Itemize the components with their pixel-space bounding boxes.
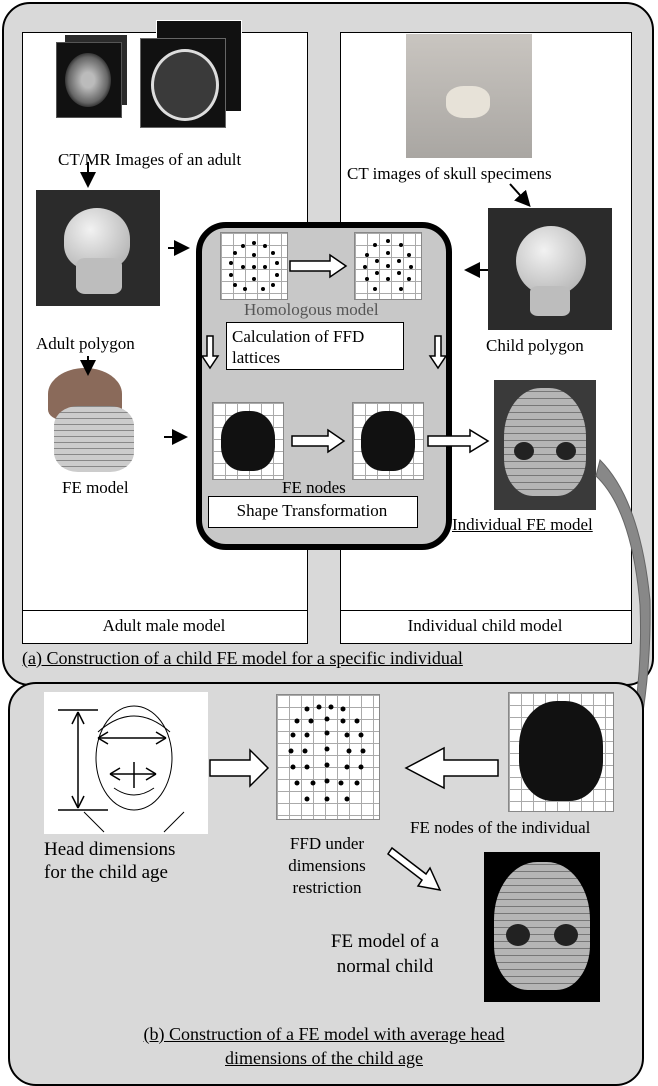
hollow-arrow-ffd-to-model	[388, 848, 440, 890]
hollow-arrow-head-to-ffd	[210, 750, 268, 786]
panel-b-caption-1: (b) Construction of a FE model with aver…	[8, 1024, 640, 1044]
hollow-arrow-nodes-to-ffd	[406, 748, 498, 788]
panel-b-caption-2: dimensions of the child age	[8, 1048, 640, 1068]
